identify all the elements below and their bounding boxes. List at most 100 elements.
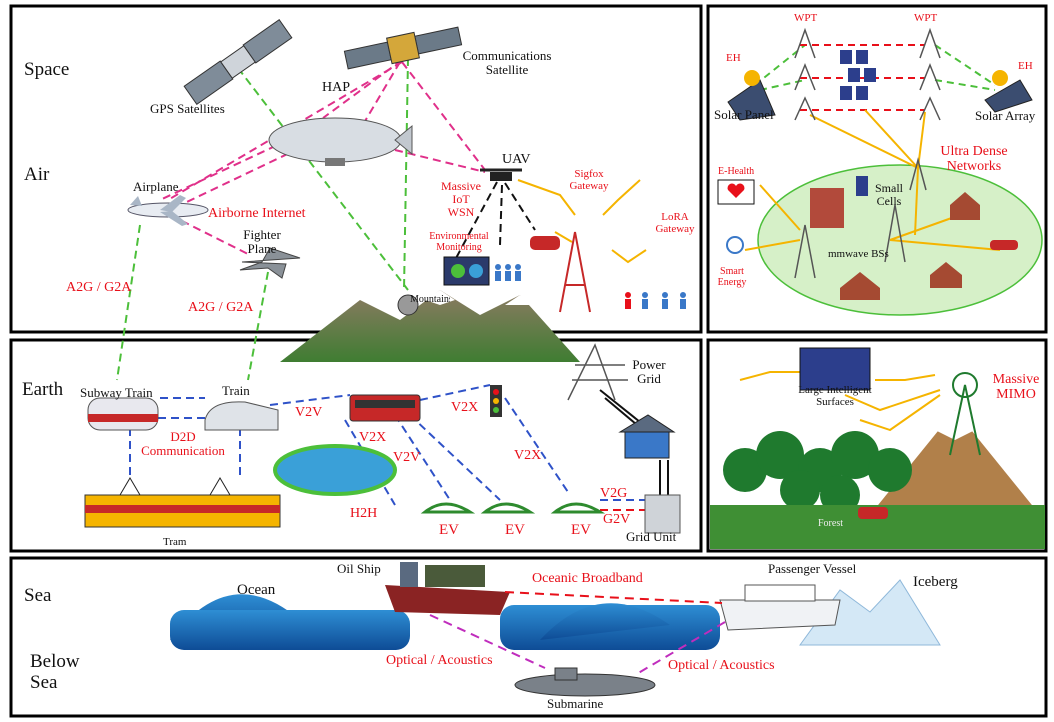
oil-ship (385, 562, 510, 615)
ev-3-label: EV (571, 522, 591, 538)
server-cluster (840, 50, 876, 100)
solar-panel-label: Solar Panel (714, 107, 774, 122)
solar-array-right (984, 70, 1033, 113)
uav-drone (480, 168, 522, 181)
fighter-label: Fighter Plane (243, 227, 281, 257)
layer-below-sea: Below Sea (30, 651, 80, 693)
a2g-right-label: A2G / G2A (188, 300, 254, 315)
udn-panel (706, 4, 1048, 334)
v2x-3-label: V2X (514, 448, 542, 463)
v2v-2-label: V2V (393, 450, 421, 465)
uav-label: UAV (502, 152, 531, 167)
comm-sat-label: Communications Satellite (462, 48, 552, 78)
ev-2-label: EV (505, 522, 525, 538)
eh-2-label: EH (1018, 60, 1033, 72)
lis-label: Large Intelligent Surfaces (798, 384, 872, 409)
v2g-label: V2G (600, 486, 628, 501)
layer-air: Air (24, 164, 50, 185)
subway-train (87, 397, 159, 431)
hap-label: HAP (322, 80, 351, 95)
gps-label: GPS Satellites (150, 101, 225, 116)
iot-links (517, 179, 647, 264)
sea-links (429, 591, 726, 676)
v2x-1-label: V2X (451, 400, 479, 415)
env-monitoring-label: Environmental Monitoring (429, 231, 489, 253)
layer-space: Space (24, 59, 70, 80)
iceberg (799, 579, 941, 646)
airborne-internet-label: Airborne Internet (208, 206, 306, 221)
tram-label: Tram (163, 536, 187, 548)
lightbulb-icon (726, 236, 744, 254)
airplane-label: Airplane (133, 179, 179, 194)
earth-links (129, 384, 645, 511)
people-icons (495, 264, 686, 309)
solar-array-label: Solar Array (975, 108, 1036, 123)
ocean-label: Ocean (237, 582, 276, 598)
grid-unit (644, 494, 681, 534)
d2d-label: D2D Communication (141, 429, 225, 459)
massive-iot-label: Massive IoT WSN (441, 179, 481, 220)
sea-panel (9, 556, 1048, 718)
lis-car (858, 507, 888, 519)
snow-cap (935, 410, 975, 440)
passenger-vessel-label: Passenger Vessel (768, 561, 857, 576)
ultra-dense-label: Ultra Dense Networks (940, 144, 1008, 175)
layer-earth: Earth (22, 379, 64, 400)
lis-panel (706, 338, 1048, 553)
red-car (530, 236, 560, 250)
fighter-plane (239, 247, 301, 279)
massive-mimo-label: Massive MIMO (992, 372, 1040, 403)
small-cells-label: Small Cells (874, 181, 903, 209)
lora-label: LoRA Gateway (655, 211, 695, 236)
e-health-monitor (717, 179, 755, 205)
towers (794, 27, 941, 279)
sigfox-tower (559, 231, 591, 313)
iceberg-label: Iceberg (913, 574, 958, 590)
smart-energy-label: Smart Energy (717, 266, 747, 288)
passenger-vessel (719, 584, 841, 631)
airplane (127, 195, 209, 226)
bullet-train (204, 401, 279, 431)
mmwave-label: mmwave BSs (828, 248, 889, 260)
udn-buildings (810, 176, 1018, 300)
e-health-label: E-Health (718, 166, 755, 177)
bus (349, 394, 421, 422)
waves (170, 594, 720, 650)
grid-unit-label: Grid Unit (626, 529, 677, 544)
optical-left-label: Optical / Acoustics (386, 653, 493, 668)
sigfox-label: Sigfox Gateway (569, 168, 609, 193)
iot-monitor (443, 256, 490, 286)
hap-airship (268, 117, 413, 166)
v2v-1-label: V2V (295, 405, 323, 420)
power-grid-label: Power Grid (632, 357, 666, 387)
gps-satellite (183, 19, 293, 105)
lis-surface (799, 347, 871, 391)
eh-1-label: EH (726, 52, 741, 64)
v2x-2-label: V2X (359, 430, 387, 445)
mountains (280, 290, 580, 362)
forest-label: Forest (818, 518, 843, 529)
submarine (514, 667, 656, 697)
oceanic-broadband-label: Oceanic Broadband (532, 571, 643, 586)
a2g-left-label: A2G / G2A (66, 280, 132, 295)
wpt-1-label: WPT (794, 12, 818, 24)
g2v-label: G2V (603, 512, 631, 527)
ev-cars (420, 502, 606, 514)
power-grid-tower (567, 343, 628, 401)
udn-links (744, 109, 1001, 251)
forest (723, 431, 912, 515)
communications-satellite (343, 26, 463, 70)
traffic-light (490, 385, 502, 417)
train-label: Train (222, 383, 250, 398)
lake (273, 444, 397, 496)
wpt-2-label: WPT (914, 12, 938, 24)
mountains-label: Mountains (410, 294, 450, 305)
massive-mimo-tower (949, 372, 981, 456)
lis-mountain (870, 410, 1040, 515)
h2h-label: H2H (350, 506, 378, 521)
subway-label: Subway Train (80, 385, 153, 400)
optical-right-label: Optical / Acoustics (668, 658, 775, 673)
tram (84, 477, 281, 528)
ev-1-label: EV (439, 522, 459, 538)
